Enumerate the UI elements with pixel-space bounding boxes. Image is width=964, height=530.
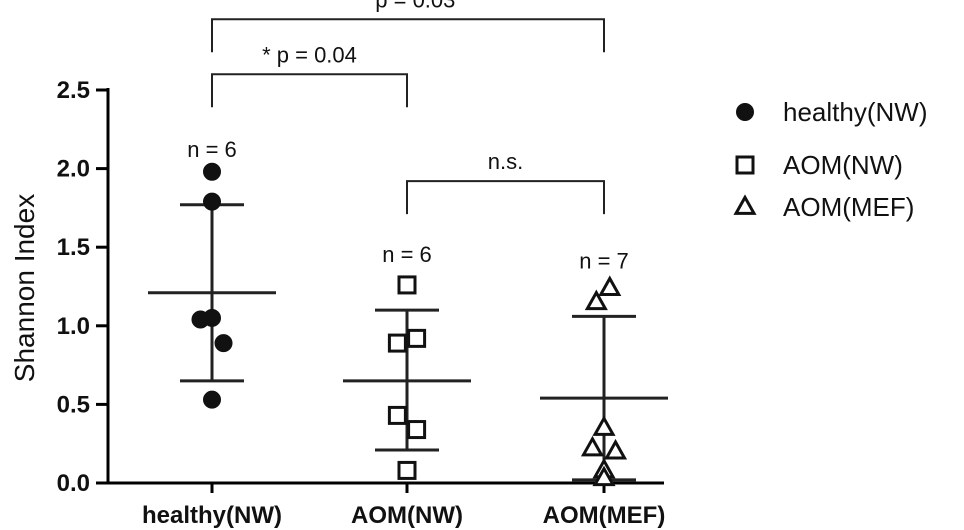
bracket-0 <box>211 18 605 53</box>
data-point-2-2 <box>592 415 616 436</box>
n-label-2: n = 7 <box>579 248 629 273</box>
data-point-0-0 <box>203 162 221 181</box>
x-tick-label-0: healthy(NW) <box>142 502 282 529</box>
y-tick-label-4: 2.0 <box>57 156 90 183</box>
bracket-1 <box>211 73 408 108</box>
data-point-1-5 <box>397 460 417 480</box>
data-point-0-3 <box>203 308 221 327</box>
y-tick-label-2: 1.0 <box>57 313 90 340</box>
bracket-2 <box>406 180 605 215</box>
bracket-label-2: n.s. <box>488 149 523 174</box>
data-point-2-4 <box>603 438 628 460</box>
data-point-2-1 <box>584 289 608 311</box>
data-point-1-1 <box>407 328 427 348</box>
data-point-2-0 <box>598 275 622 296</box>
data-point-1-3 <box>387 405 407 425</box>
data-point-0-5 <box>203 390 221 409</box>
axes: 0.0 0.5 1.0 1.5 2.0 2.5 healthy(NW) AOM(NW) AOM(… <box>57 77 666 529</box>
legend-label-2: AOM(MEF) <box>783 192 914 222</box>
data-point-1-2 <box>387 333 407 353</box>
n-label-0: n = 6 <box>187 137 237 162</box>
data-points <box>191 162 628 487</box>
x-tick-label-2: AOM(MEF) <box>543 502 666 529</box>
data-point-0-1 <box>203 192 221 211</box>
y-tick-label-1: 0.5 <box>57 391 90 418</box>
data-point-1-0 <box>397 275 417 295</box>
x-tick-label-1: AOM(NW) <box>351 502 463 529</box>
legend: healthy(NW) AOM(NW) AOM(MEF) <box>733 97 927 222</box>
legend-marker-2 <box>733 194 757 215</box>
data-point-1-4 <box>407 420 427 440</box>
bracket-label-1: * p = 0.04 <box>262 42 357 67</box>
legend-label-0: healthy(NW) <box>783 97 927 127</box>
legend-marker-1 <box>735 155 755 175</box>
mean-sd-bars: n = 6 n = 6 n = 7 <box>148 137 668 482</box>
n-label-1: n = 6 <box>382 242 432 267</box>
y-tick-label-0: 0.0 <box>57 470 90 497</box>
data-point-2-3 <box>580 435 605 457</box>
data-point-0-4 <box>214 334 233 353</box>
legend-label-1: AOM(NW) <box>783 150 903 180</box>
legend-marker-0 <box>736 103 754 121</box>
y-tick-label-3: 1.5 <box>57 234 90 261</box>
bracket-label-0: * p = 0.03 <box>361 0 456 12</box>
y-axis-label: Shannon Index <box>9 194 40 382</box>
data-point-2-6 <box>592 465 616 487</box>
y-tick-label-5: 2.5 <box>57 77 90 104</box>
significance-annotations: * p = 0.03 * p = 0.04 n.s. <box>211 0 605 215</box>
